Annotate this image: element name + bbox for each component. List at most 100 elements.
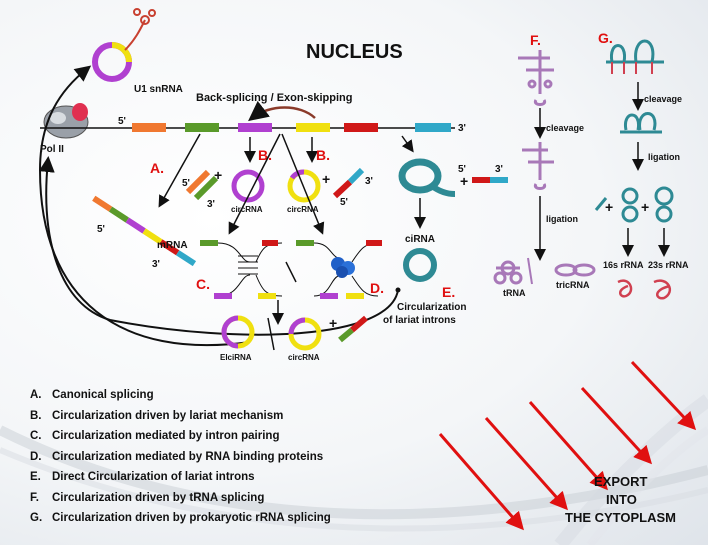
cirna-circle [403, 248, 437, 282]
elcirna-label: ElciRNA [220, 353, 252, 362]
mrna-five: 5' [97, 224, 105, 235]
arrow-to-lariat [401, 135, 414, 153]
arrow-a [158, 133, 201, 208]
export-arrows [438, 360, 697, 531]
mrna-strand [92, 195, 197, 267]
circrna-label-2: circRNA [287, 205, 319, 214]
arrow-to-d [281, 133, 325, 235]
legend-key: C. [30, 430, 42, 442]
legend-text: Circularization driven by lariat mechani… [52, 409, 284, 422]
legend-item-a: A. Canonical splicing [30, 385, 460, 406]
f-cleavage-label: cleavage [546, 123, 584, 133]
separator-cd [285, 261, 297, 283]
export-line-2: INTO [606, 492, 637, 507]
b1-five: 5' [182, 178, 190, 189]
mrna-three: 3' [152, 259, 160, 270]
g-ligation-label: ligation [648, 152, 680, 162]
d-plus: + [329, 315, 337, 331]
u1-label: U1 snRNA [134, 84, 183, 95]
arrow-to-c [228, 133, 281, 235]
rrna-cleaved-icon [620, 112, 662, 134]
rrna-precursor-icon [606, 39, 664, 74]
e-five: 5' [458, 164, 466, 175]
b1-three: 3' [207, 199, 215, 210]
cirna-label: ciRNA [405, 234, 435, 245]
exon-cyan [415, 123, 451, 132]
trna-product-icon [493, 260, 523, 285]
g-cleavage-label: cleavage [644, 94, 682, 104]
exon-purple [238, 123, 272, 132]
trna-precursor-icon [518, 50, 554, 106]
b2-three: 3' [365, 176, 373, 187]
legend-item-f: F. Circularization driven by tRNA splicin… [30, 488, 460, 509]
fragment-b2-cyan [347, 167, 365, 185]
legend-item-c: C.Circularization mediated by intron pai… [30, 426, 460, 447]
feedback-arrow-outer [38, 65, 251, 347]
circrna-label-3: circRNA [288, 353, 320, 362]
exon-red [344, 123, 378, 132]
g-fragment [594, 197, 608, 211]
exon-yellow [296, 123, 330, 132]
panel-d-letter: D. [370, 280, 384, 296]
diagram-title: NUCLEUS [306, 41, 403, 63]
separator-f [527, 257, 533, 285]
backsplice-arrow [248, 100, 316, 122]
rrna-23s-product-icon [653, 279, 672, 300]
intron-fragment-b1g [193, 175, 219, 201]
legend-text: Circularization driven by prokaryotic rR… [52, 512, 331, 524]
three-prime-label: 3' [458, 123, 466, 134]
rrna-16s-product-icon [617, 279, 633, 298]
rrna-23s-label: 23s rRNA [648, 260, 689, 270]
legend-text: Circularization mediated by RNA binding … [52, 450, 324, 463]
export-arrow-2 [484, 417, 568, 511]
panel-b-letter-left: B. [258, 147, 272, 163]
circrna-label-1: circRNA [231, 205, 263, 214]
lariat-icon [398, 158, 456, 197]
legend-item-d: D. Circularization mediated by RNA bindin… [30, 447, 460, 468]
rrna-23s-loop-icon [654, 186, 674, 223]
legend-key: G. [30, 512, 43, 524]
tricrna-icon [554, 263, 596, 277]
legend-key: A. [30, 389, 42, 401]
rrna-16s-label: 16s rRNA [603, 260, 644, 270]
five-prime-label: 5' [118, 116, 126, 127]
e-three: 3' [495, 164, 503, 175]
exon-green [185, 123, 219, 132]
export-arrow-5 [630, 360, 697, 431]
intron-pairing-structure [200, 240, 283, 299]
circrna-purple [231, 169, 265, 203]
legend-item-g: G. Circularization driven by prokaryotic … [30, 508, 460, 529]
g-plus-1: + [605, 199, 613, 215]
legend-text: Circularization driven by tRNA splicing [52, 491, 265, 504]
fragment-b2-red [332, 179, 353, 199]
tricrna-label: tricRNA [556, 280, 590, 290]
panel-g-letter: G. [598, 30, 613, 46]
panel-f-letter: F. [530, 32, 541, 48]
f-ligation-label: ligation [546, 214, 578, 224]
legend-item-b: B. Circularization driven by lariat mecha… [30, 406, 460, 427]
panel-c-letter: C. [196, 276, 210, 292]
legend: A. Canonical splicing B. Circularization d… [30, 385, 460, 529]
legend-text: Canonical splicing [52, 389, 154, 401]
legend-key: D. [30, 450, 42, 463]
b2-plus: + [322, 171, 330, 187]
export-line-3: THE CYTOPLASM [565, 510, 676, 525]
export-arrow-1 [438, 433, 524, 531]
trna-label: tRNA [503, 288, 526, 298]
intron-fragment-b1 [185, 169, 211, 195]
u1-snrna-icon [92, 8, 156, 82]
panel-e-letter: E. [442, 284, 455, 300]
legend-key: F. [30, 491, 39, 504]
b2-five: 5' [340, 197, 348, 208]
lariat-label-2: of lariat introns [383, 315, 456, 326]
legend-text: Direct Circularization of lariat introns [52, 471, 255, 483]
b1-plus: + [214, 167, 222, 183]
panel-a-letter: A. [150, 160, 164, 176]
export-arrow-4 [580, 386, 653, 465]
lariat-label-1: Circularization [397, 302, 466, 313]
g-plus-2: + [641, 199, 649, 215]
legend-item-e: E.Direct Circularization of lariat intro… [30, 467, 460, 488]
export-line-1: EXPORT [594, 474, 648, 489]
legend-key: B. [30, 409, 42, 422]
